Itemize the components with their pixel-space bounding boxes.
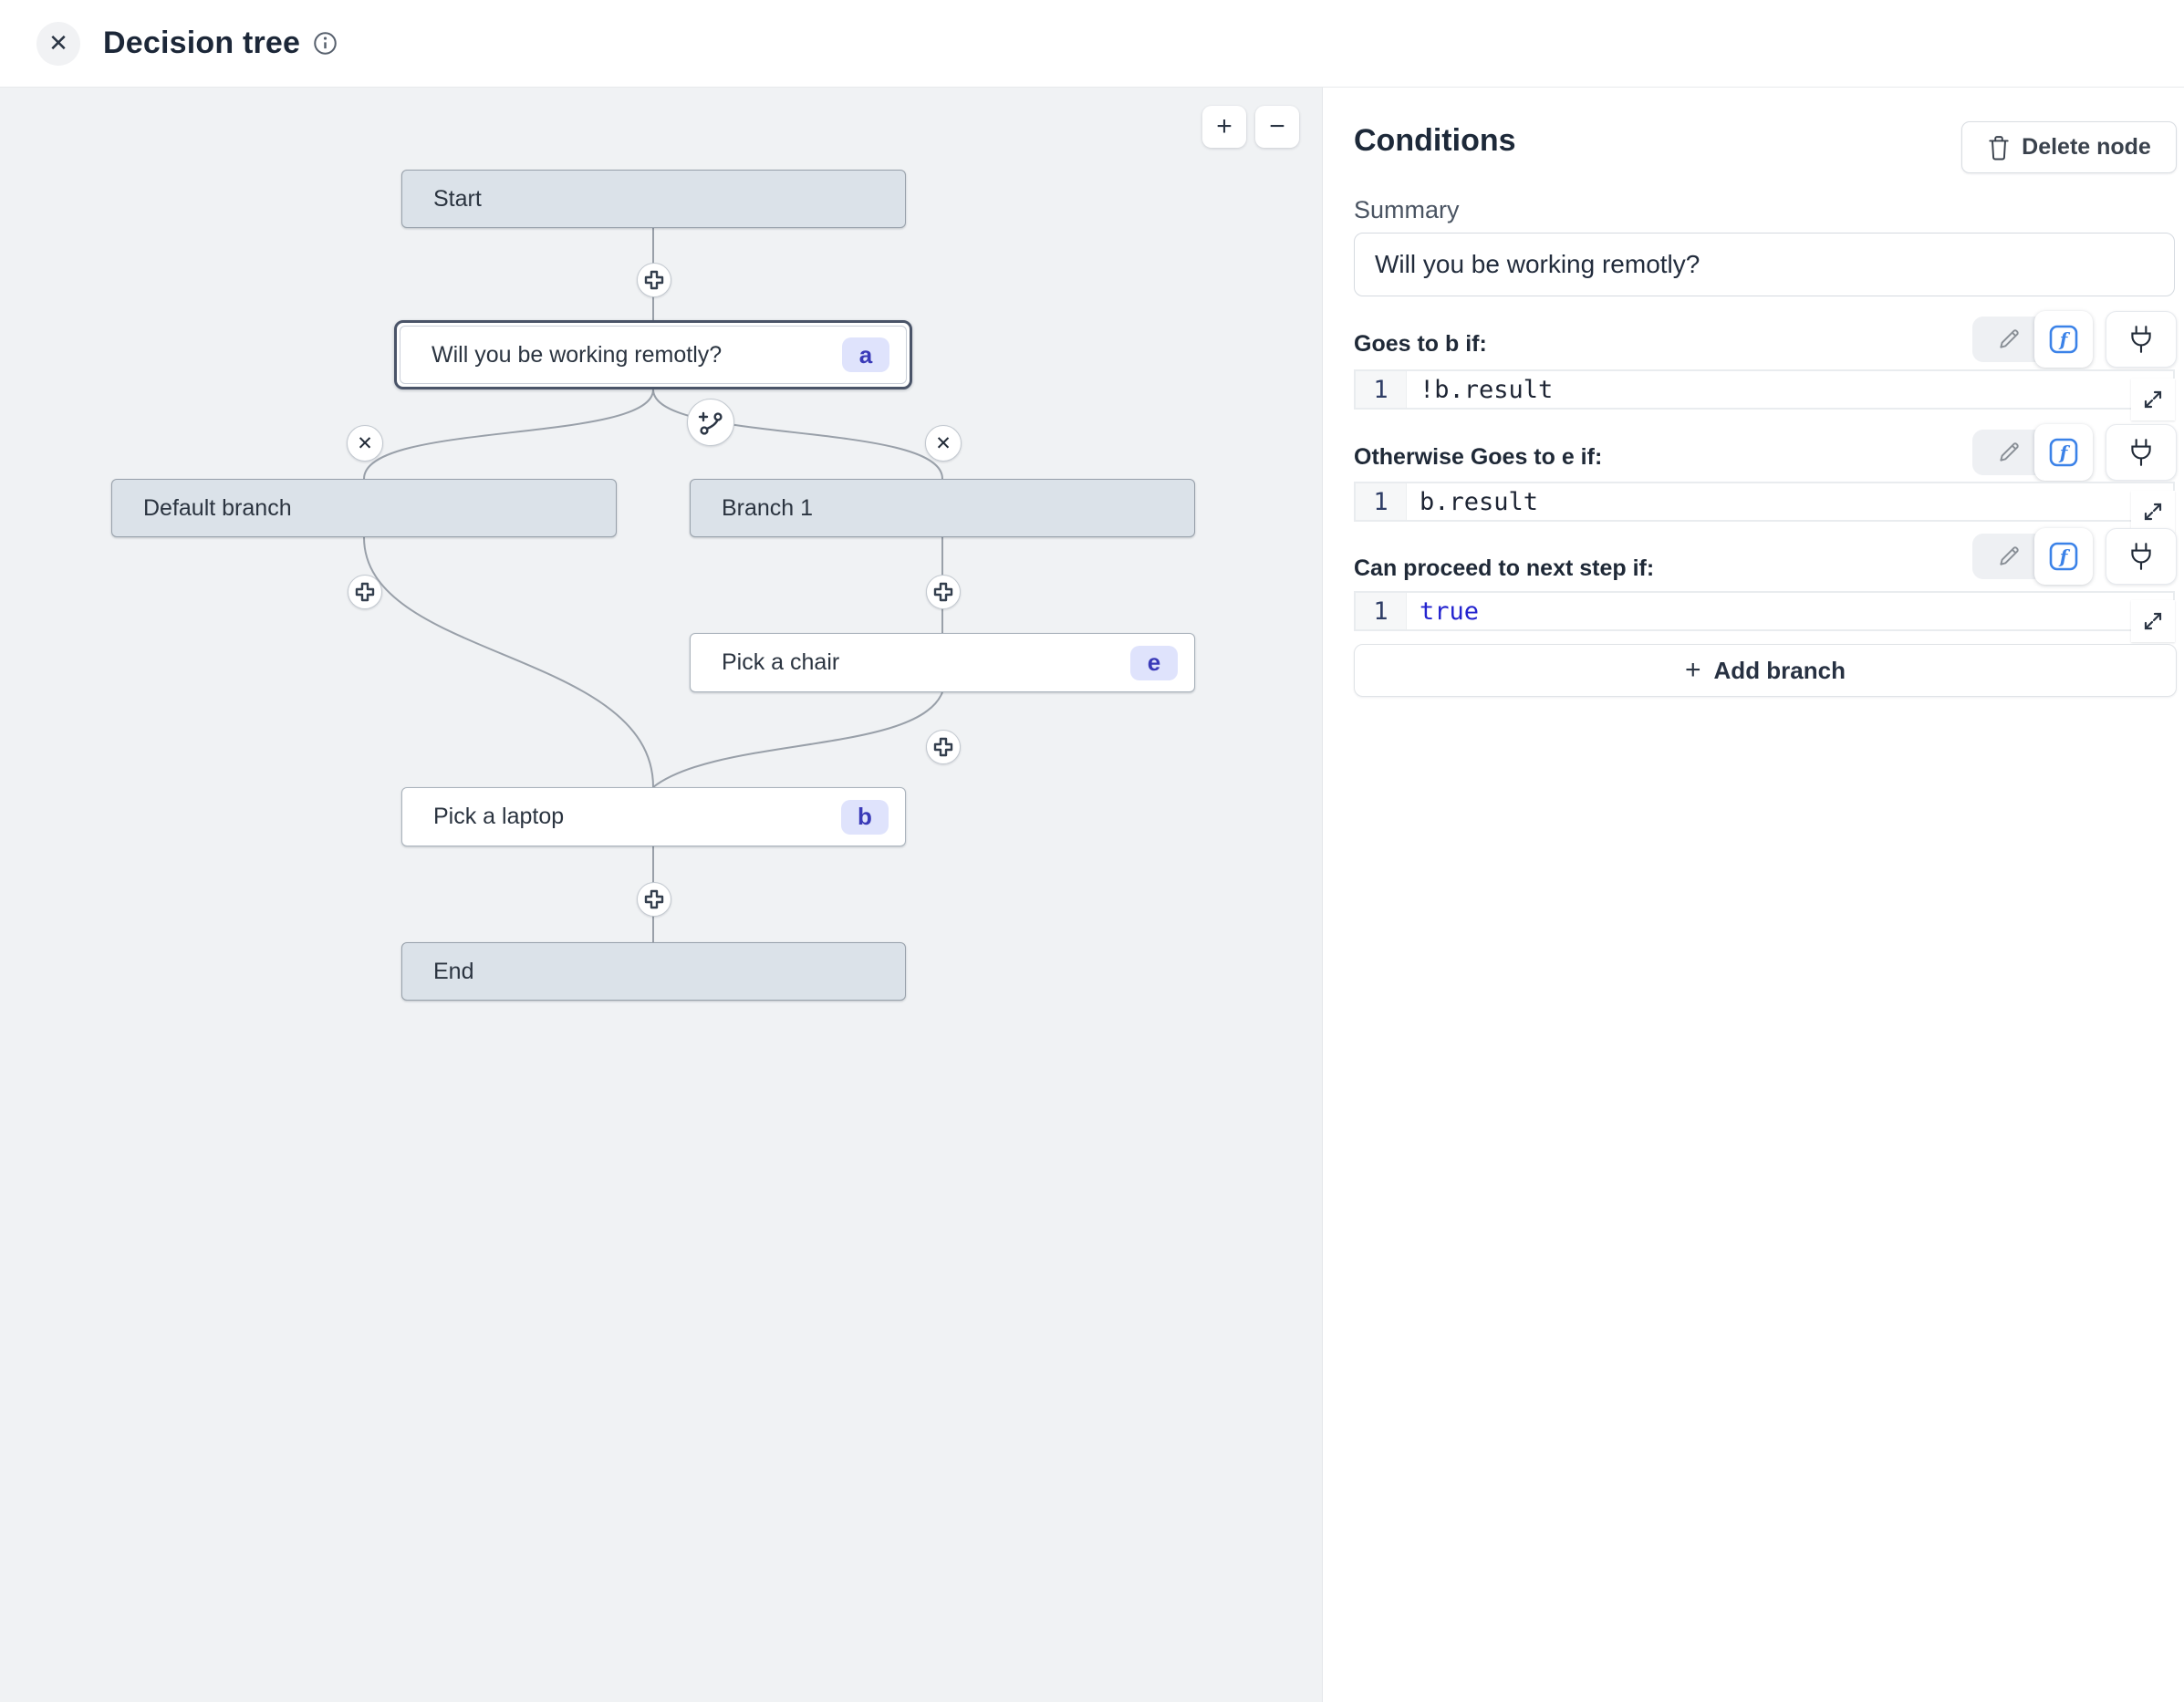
page-title: Decision tree: [103, 26, 301, 60]
delete-node-button[interactable]: Delete node: [1961, 121, 2177, 173]
expand-icon: [2144, 390, 2162, 409]
pencil-icon: [2000, 546, 2019, 566]
expand-editor-button[interactable]: [2131, 379, 2175, 420]
flow-canvas[interactable]: + − Start Will you be working remotly? a…: [0, 87, 1322, 1702]
plus-outline-icon: [933, 737, 953, 757]
node-label: Will you be working remotly?: [432, 341, 723, 368]
node-badge: e: [1130, 645, 1178, 680]
add-step-button[interactable]: [348, 575, 382, 609]
line-number: 1: [1356, 371, 1407, 408]
plus-outline-icon: [644, 270, 664, 290]
svg-text:f: f: [2058, 441, 2071, 463]
condition-code-editor[interactable]: 1 !b.result: [1354, 369, 2175, 420]
summary-label: Summary: [1354, 196, 1460, 223]
node-pick-a-laptop[interactable]: Pick a laptop b: [401, 787, 906, 846]
code-content[interactable]: !b.result: [1420, 375, 1554, 404]
plus-outline-icon: [644, 889, 664, 909]
node-end[interactable]: End: [401, 942, 906, 1001]
zoom-in-button[interactable]: +: [1202, 106, 1246, 148]
plus-outline-icon: [933, 582, 953, 602]
svg-text:f: f: [2058, 328, 2071, 350]
trash-icon: [1989, 135, 2009, 160]
node-label: Default branch: [143, 494, 292, 521]
flow-edges: [363, 228, 943, 942]
add-step-button[interactable]: [637, 263, 671, 297]
node-label: Branch 1: [722, 494, 814, 521]
minus-icon: −: [1269, 111, 1285, 141]
zoom-out-button[interactable]: −: [1255, 106, 1299, 148]
node-start[interactable]: Start: [401, 170, 906, 228]
add-branch-pin-button[interactable]: [687, 399, 734, 446]
plug-icon: [2131, 543, 2151, 570]
node-branch-1[interactable]: Branch 1: [690, 479, 1195, 537]
add-branch-button[interactable]: + Add branch: [1354, 644, 2177, 697]
condition-code-editor[interactable]: 1 b.result: [1354, 482, 2175, 533]
plus-icon: +: [1216, 111, 1232, 141]
plug-icon: [2131, 326, 2151, 353]
add-step-button[interactable]: [637, 882, 671, 917]
plus-outline-icon: [355, 582, 375, 602]
node-badge: b: [841, 799, 889, 835]
code-content[interactable]: true: [1420, 597, 1480, 626]
node-default-branch[interactable]: Default branch: [111, 479, 617, 537]
info-icon: [313, 31, 338, 56]
remove-branch-button[interactable]: ✕: [347, 425, 383, 462]
svg-text:f: f: [2058, 545, 2071, 567]
text-mode-button[interactable]: [1983, 430, 2034, 475]
close-icon: ✕: [935, 432, 952, 454]
section-label-goes-to-b: Goes to b if:: [1354, 331, 1487, 357]
connect-source-button[interactable]: [2106, 311, 2177, 368]
connect-source-button[interactable]: [2106, 424, 2177, 481]
line-number: 1: [1356, 483, 1407, 520]
expand-editor-button[interactable]: [2131, 491, 2175, 533]
fx-icon: f: [2049, 325, 2078, 354]
fx-mode-button[interactable]: f: [2034, 311, 2093, 368]
pencil-icon: [2000, 329, 2019, 348]
expand-editor-button[interactable]: [2131, 600, 2175, 642]
node-question-selected[interactable]: Will you be working remotly? a: [394, 320, 912, 389]
fx-icon: f: [2049, 542, 2078, 571]
connect-source-button[interactable]: [2106, 528, 2177, 585]
summary-input[interactable]: [1354, 233, 2175, 296]
expand-icon: [2144, 503, 2162, 521]
close-button[interactable]: ✕: [36, 21, 80, 66]
close-icon: ✕: [357, 432, 373, 454]
close-icon: ✕: [48, 29, 68, 57]
plug-icon: [2131, 439, 2151, 466]
section-label-otherwise-e: Otherwise Goes to e if:: [1354, 444, 1603, 470]
node-pick-a-chair[interactable]: Pick a chair e: [690, 633, 1195, 692]
condition-code-editor[interactable]: 1 true: [1354, 591, 2175, 642]
add-branch-icon: [698, 411, 723, 435]
node-label: Pick a chair: [722, 649, 840, 675]
top-header: ✕ Decision tree: [0, 0, 2184, 88]
node-badge: a: [842, 337, 889, 372]
line-number: 1: [1356, 593, 1407, 629]
text-mode-button[interactable]: [1983, 534, 2034, 579]
panel-title: Conditions: [1354, 123, 1516, 158]
add-step-button[interactable]: [926, 575, 961, 609]
node-label: End: [433, 958, 474, 984]
fx-mode-button[interactable]: f: [2034, 528, 2093, 585]
pencil-icon: [2000, 442, 2019, 462]
plus-icon: +: [1685, 655, 1701, 685]
fx-icon: f: [2049, 438, 2078, 467]
node-label: Pick a laptop: [433, 804, 565, 829]
delete-node-label: Delete node: [2022, 134, 2151, 160]
expand-icon: [2144, 612, 2162, 630]
section-label-can-proceed: Can proceed to next step if:: [1354, 555, 1655, 581]
code-content[interactable]: b.result: [1420, 487, 1539, 516]
remove-branch-button[interactable]: ✕: [925, 425, 962, 462]
add-step-button[interactable]: [926, 730, 961, 764]
add-branch-label: Add branch: [1713, 656, 1846, 684]
node-label: Start: [433, 185, 482, 212]
conditions-panel: Conditions Delete node Summary Goes to b…: [1322, 87, 2184, 1702]
text-mode-button[interactable]: [1983, 317, 2034, 362]
fx-mode-button[interactable]: f: [2034, 424, 2093, 481]
